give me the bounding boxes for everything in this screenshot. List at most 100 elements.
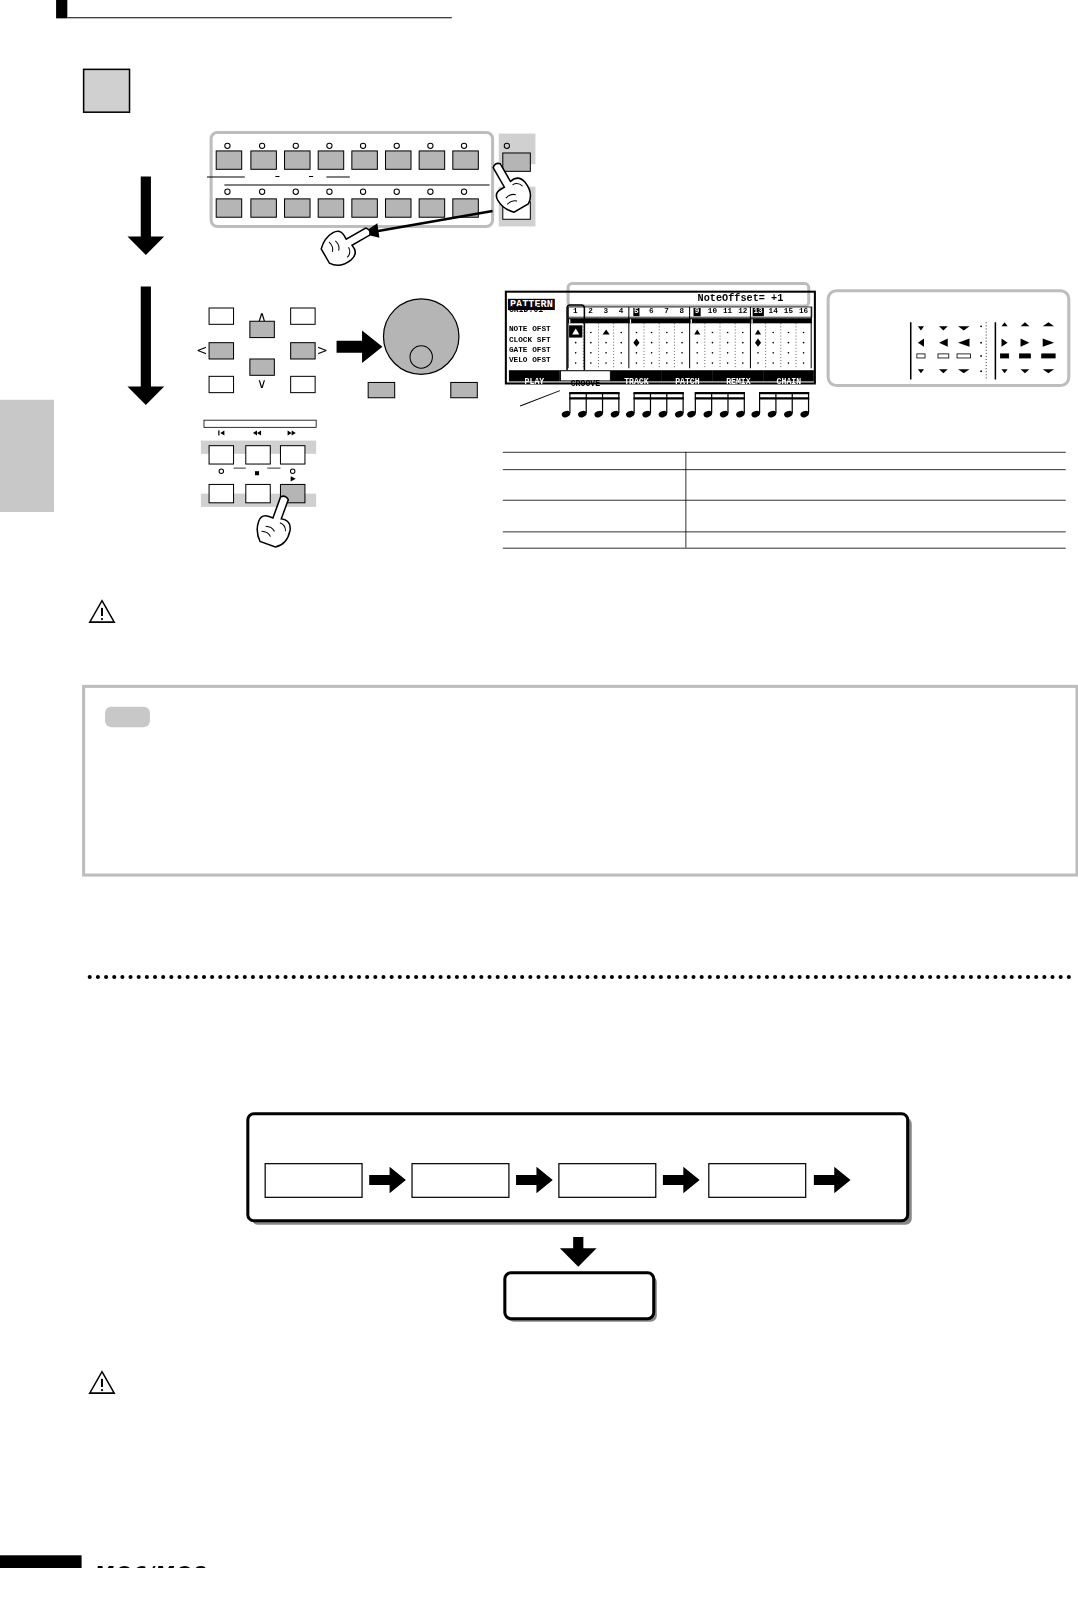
cursor-button [291, 343, 315, 359]
step-number: 10 [708, 308, 717, 316]
header-rule [67, 17, 451, 18]
line [613, 323, 614, 368]
line [711, 393, 712, 413]
screen-tab: PLAY [509, 370, 560, 381]
dot [430, 975, 434, 979]
dot [993, 975, 997, 979]
parameter-table [503, 452, 1066, 548]
dot [120, 975, 124, 979]
dot [267, 975, 271, 979]
dot [846, 975, 850, 979]
dot [1026, 975, 1030, 979]
dot [577, 975, 581, 979]
dot [210, 975, 214, 979]
dot [798, 975, 802, 979]
dot [332, 975, 336, 979]
dot [602, 975, 606, 979]
pointer-arrow [375, 211, 492, 231]
symbol-icons [911, 322, 1055, 379]
circle [636, 362, 638, 364]
circle [757, 352, 759, 354]
line [958, 369, 969, 373]
dot [585, 975, 589, 979]
line [288, 430, 296, 435]
circle [788, 342, 790, 344]
circle [681, 342, 683, 344]
step-number: 2 [588, 308, 593, 316]
line [735, 323, 736, 368]
dot [381, 975, 385, 979]
dot [879, 975, 883, 979]
line [220, 430, 224, 435]
shape [255, 471, 259, 475]
led [428, 143, 433, 148]
led [394, 189, 399, 194]
transport-button [209, 446, 233, 464]
dot [594, 975, 598, 979]
pad-button [209, 376, 233, 392]
transport-button [246, 446, 270, 464]
dot [732, 975, 736, 979]
transport-icons [218, 430, 296, 481]
hand-lines [500, 181, 528, 206]
circle [772, 332, 774, 334]
line [682, 393, 683, 413]
shape [218, 430, 219, 435]
dot [528, 975, 532, 979]
line [659, 323, 660, 368]
shape [751, 319, 752, 323]
led [394, 143, 399, 148]
circle [712, 352, 714, 354]
led [293, 143, 298, 148]
dot [953, 975, 957, 979]
shape [691, 319, 692, 323]
line [755, 339, 761, 347]
dot [789, 975, 793, 979]
dot [169, 975, 173, 979]
parameter-name: VELO OFST [509, 357, 551, 365]
circle [620, 362, 622, 364]
circle [727, 362, 729, 364]
dot [300, 975, 304, 979]
hand-lines [327, 235, 352, 263]
dot [928, 975, 932, 979]
hand-outline [482, 156, 536, 217]
line [759, 393, 809, 398]
line [695, 393, 745, 398]
line [257, 430, 261, 435]
shape [917, 354, 925, 358]
circle [772, 352, 774, 354]
dot [724, 975, 728, 979]
step-number: 12 [738, 308, 747, 316]
circle [620, 352, 622, 354]
dot [667, 975, 671, 979]
circle [803, 332, 805, 334]
lcd-screen: PATTERNPLAYGROOVETRACKPATCHREMIXCHAIN [505, 291, 816, 385]
line [633, 339, 639, 347]
line [689, 307, 690, 368]
dot [496, 975, 500, 979]
line [586, 393, 587, 413]
dot [504, 975, 508, 979]
dot [708, 975, 712, 979]
dot [259, 975, 263, 979]
line [1021, 339, 1030, 347]
circle [712, 332, 714, 334]
tab-label: CHAIN [777, 377, 801, 387]
parameter-name: CLOCK SFT [509, 337, 551, 345]
panel-button [285, 199, 310, 217]
dot [487, 975, 491, 979]
hand-outline [252, 491, 300, 550]
dot [871, 975, 875, 979]
step-number: 5 [633, 308, 640, 316]
led [327, 143, 332, 148]
footer-bar [0, 1555, 82, 1568]
circle [590, 332, 592, 334]
sixteenth-notes [561, 393, 620, 419]
step-number: 1 [573, 308, 578, 316]
dot [961, 975, 965, 979]
line [780, 323, 781, 368]
step-number: 14 [769, 308, 778, 316]
line [911, 322, 996, 379]
pad-button [291, 376, 315, 392]
